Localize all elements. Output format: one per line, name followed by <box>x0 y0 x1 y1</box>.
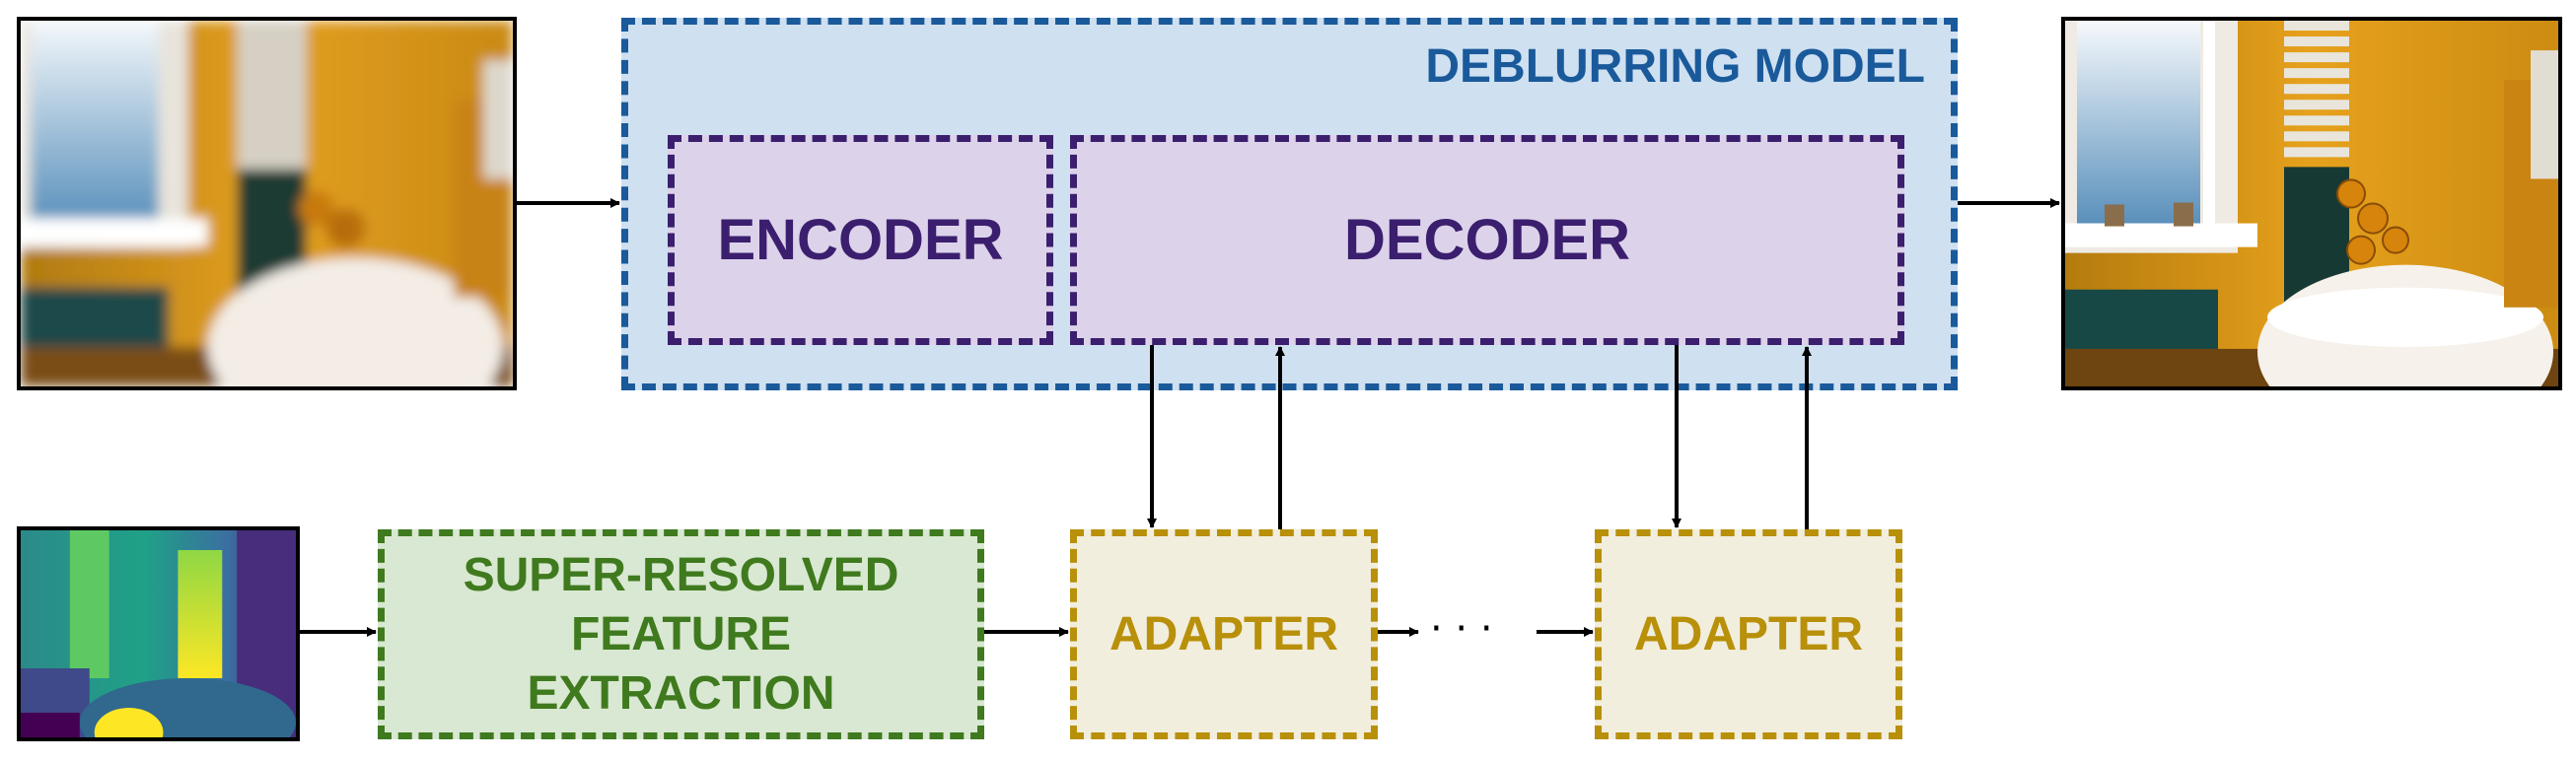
sharp-bathroom-illustration <box>2065 21 2558 386</box>
adapter-label-1: ADAPTER <box>1109 608 1338 660</box>
feature-extraction-box: SUPER-RESOLVED FEATURE EXTRACTION <box>378 529 984 739</box>
adapter-label-2: ADAPTER <box>1633 608 1863 660</box>
blurry-bathroom-illustration <box>21 21 513 386</box>
deblurring-model-title: DEBLURRING MODEL <box>1425 40 1925 93</box>
depth-map-image <box>17 526 300 741</box>
feature-extraction-label-line-2: FEATURE <box>570 607 792 660</box>
adapter-box-1: ADAPTER <box>1070 529 1378 739</box>
feature-extraction-label-line-1: SUPER-RESOLVED <box>463 548 899 601</box>
blurry-input-image <box>17 17 517 390</box>
feature-extraction-label-line-3: EXTRACTION <box>527 666 835 720</box>
adapter-ellipsis: · · · <box>1430 606 1493 652</box>
decoder-box: DECODER <box>1070 135 1904 345</box>
decoder-label: DECODER <box>1343 208 1631 272</box>
encoder-box: ENCODER <box>668 135 1053 345</box>
encoder-label: ENCODER <box>717 208 1004 272</box>
depth-map-illustration <box>21 530 296 737</box>
adapter-box-2: ADAPTER <box>1595 529 1902 739</box>
sharp-output-image <box>2061 17 2562 390</box>
